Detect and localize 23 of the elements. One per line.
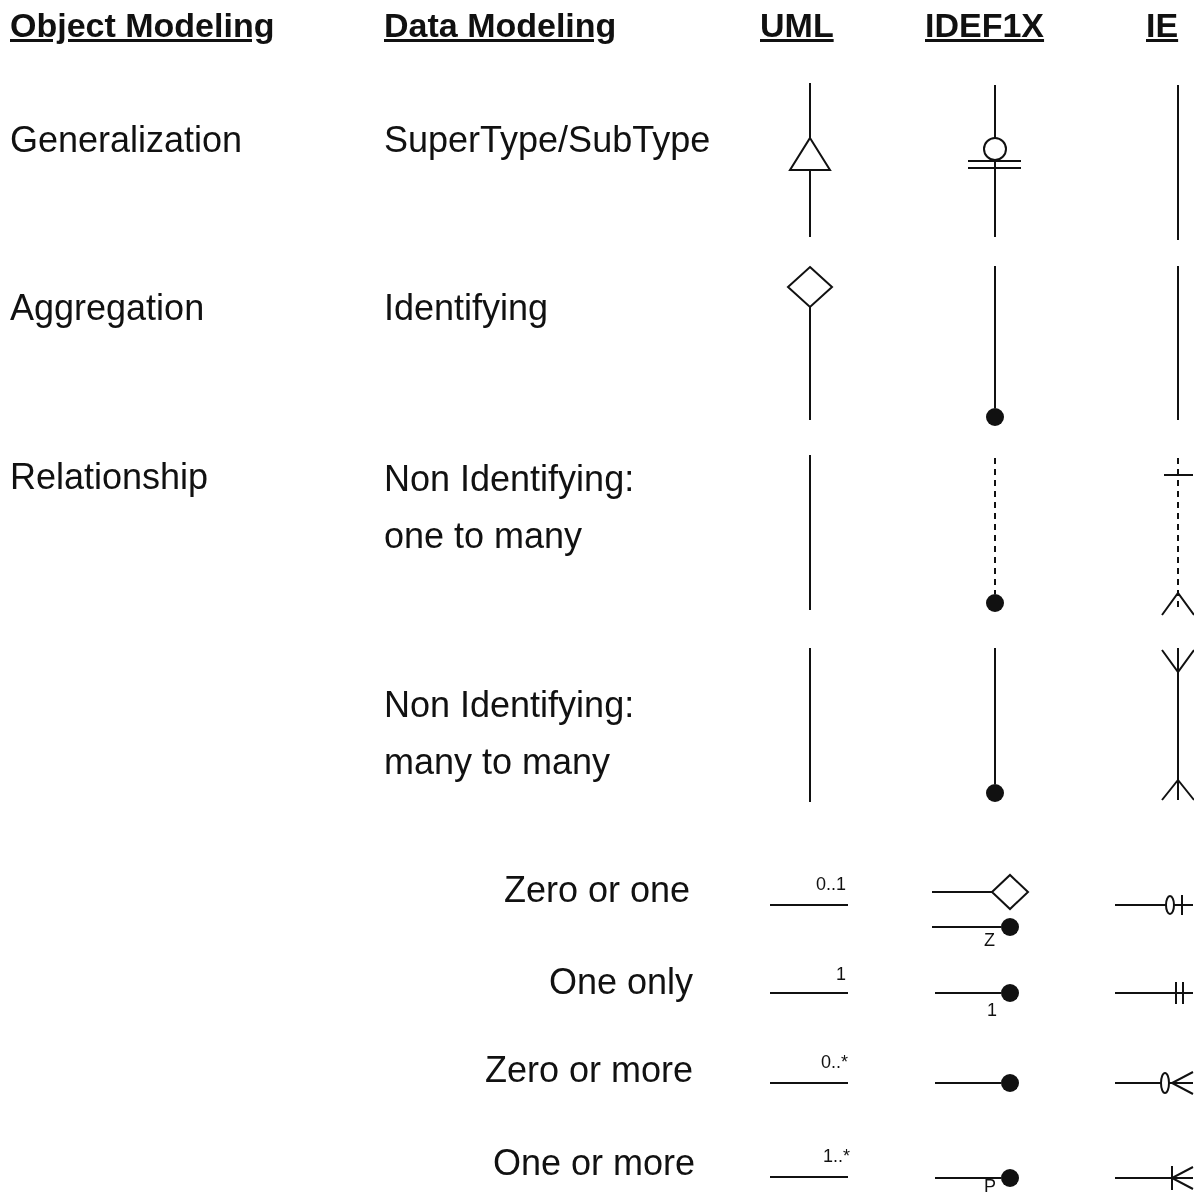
column-header: UML xyxy=(760,5,834,46)
multiplicity-label: P xyxy=(984,1176,996,1196)
column-header: Object Modeling xyxy=(10,5,275,46)
column-header: IDEF1X xyxy=(925,5,1045,46)
column-header: Data Modeling xyxy=(384,5,617,46)
multiplicity-label: 1 xyxy=(836,964,846,986)
multiplicity-label: 1 xyxy=(987,1000,997,1022)
row-label: Identifying xyxy=(384,286,549,330)
row-label: SuperType/SubType xyxy=(384,118,711,162)
cardinality-label: One only xyxy=(548,960,693,1004)
row-label: Generalization xyxy=(10,118,243,162)
multiplicity-label: 0..* xyxy=(820,1052,848,1074)
multiplicity-label: 0..1 xyxy=(815,874,846,896)
multiplicity-label: 1..* xyxy=(822,1146,850,1168)
cardinality-label: Zero or one xyxy=(503,868,690,912)
cardinality-label: One or more xyxy=(492,1141,695,1185)
row-label: Relationship xyxy=(10,455,209,499)
column-header: IE xyxy=(1146,5,1179,46)
row-label: Aggregation xyxy=(10,286,205,330)
row-label: Non Identifying: one to many xyxy=(384,457,636,558)
multiplicity-label: Z xyxy=(984,930,995,952)
row-label: Non Identifying: many to many xyxy=(384,683,636,784)
cardinality-label: Zero or more xyxy=(484,1048,693,1092)
